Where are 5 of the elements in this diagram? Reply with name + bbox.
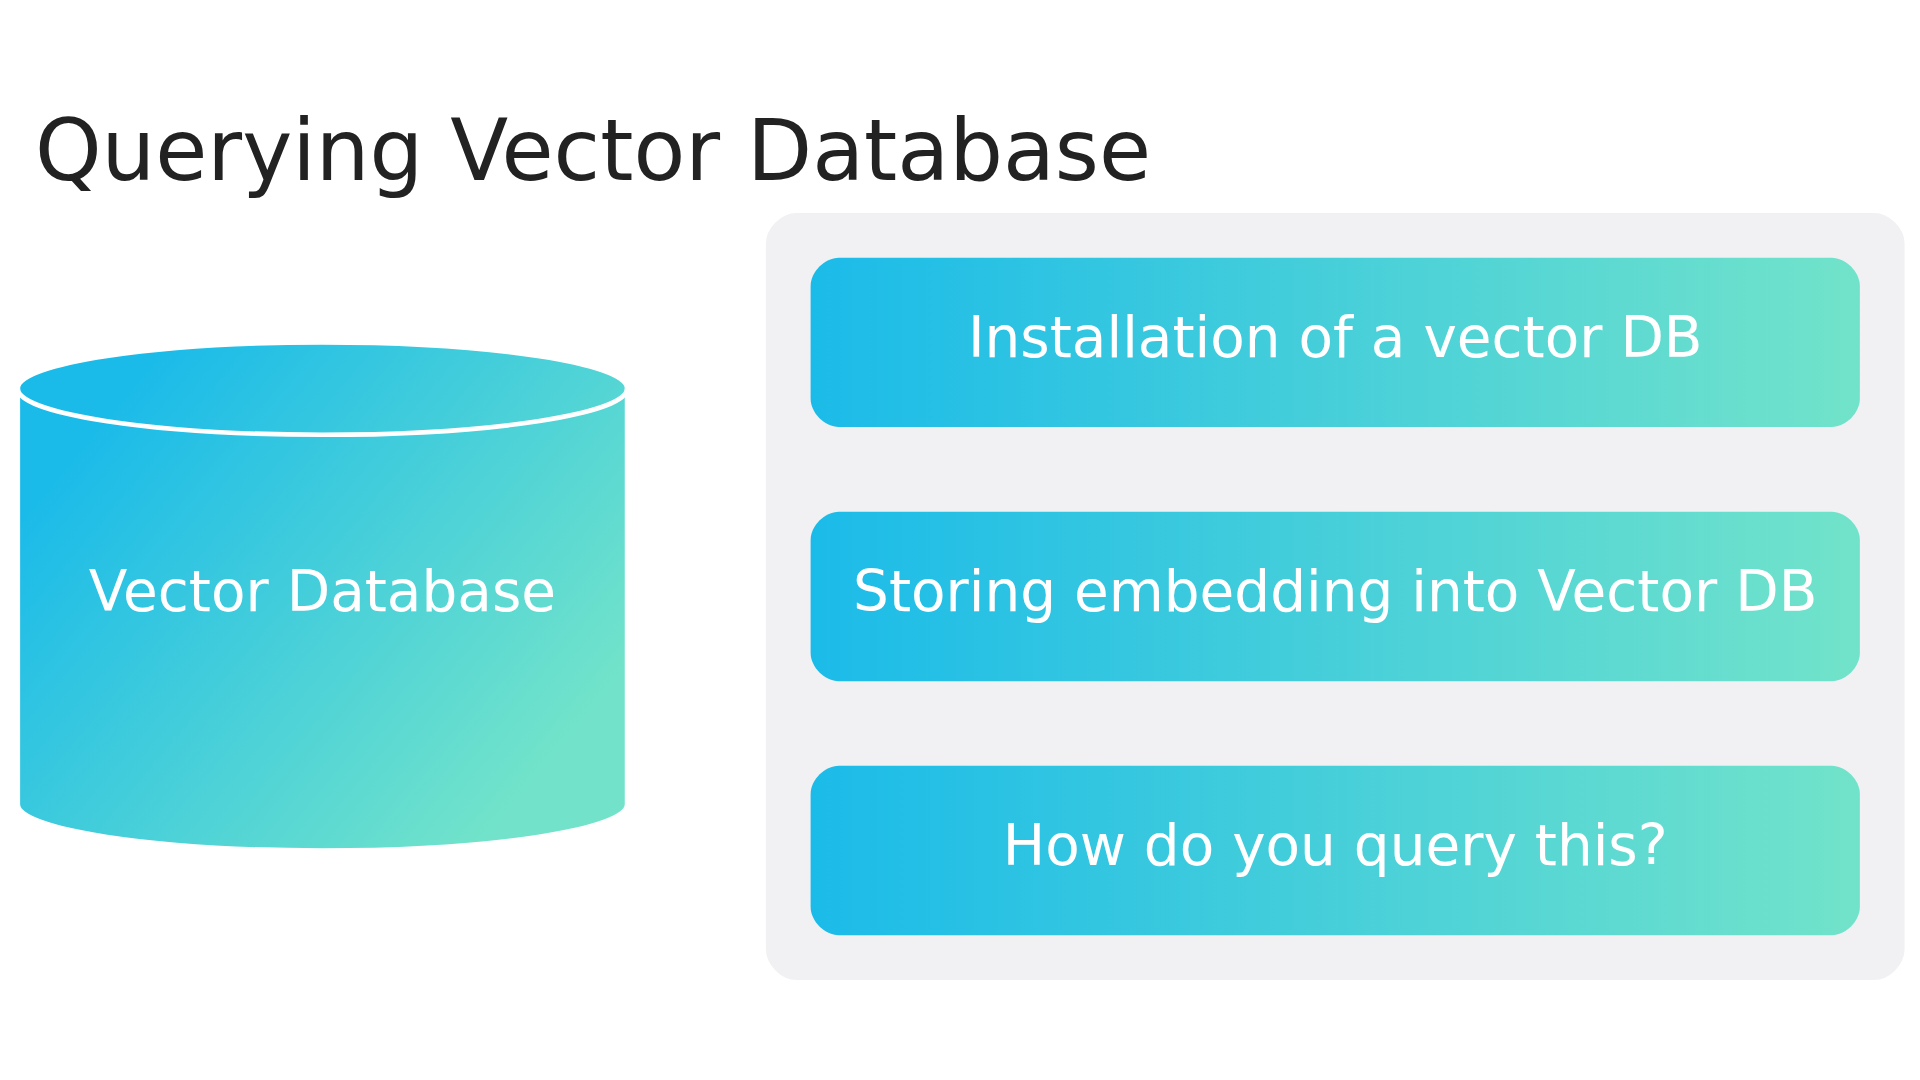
node-box: Installation of a vector DB (810, 257, 1860, 428)
node-box: How do you query this? (810, 765, 1860, 936)
cluster (765, 213, 1905, 980)
diagram-title: Querying Vector Database (34, 100, 1152, 200)
node-box: Storing embedding into Vector DB (810, 511, 1860, 682)
